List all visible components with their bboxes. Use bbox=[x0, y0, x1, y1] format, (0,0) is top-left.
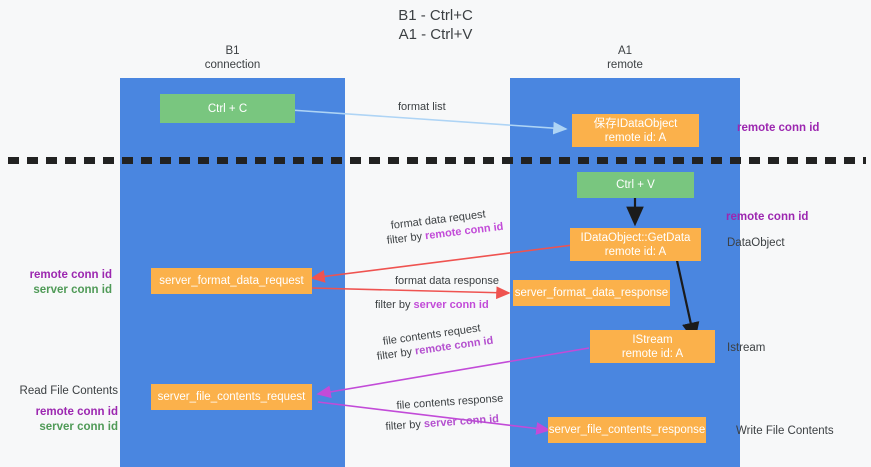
annotation-server-conn-id-left-2: server conn id bbox=[39, 421, 118, 433]
node-istream[interactable]: IStream remote id: A bbox=[590, 330, 715, 363]
filter-key: server conn id bbox=[413, 299, 489, 311]
annotation-remote-conn-id-top: remote conn id bbox=[737, 122, 820, 134]
annotation-istream: Istream bbox=[727, 342, 766, 354]
column-header-a1: A1 remote bbox=[607, 45, 643, 71]
node-server-format-data-response[interactable]: server_format_data_response bbox=[513, 280, 670, 306]
node-ctrl-c[interactable]: Ctrl + C bbox=[160, 94, 295, 123]
edge-label-file-contents-response-filter: filter by server conn id bbox=[385, 412, 499, 435]
annotation-remote-conn-id-left-2: remote conn id bbox=[35, 406, 118, 418]
column-header-b1: B1 connection bbox=[204, 45, 261, 71]
annotation-dataobject: DataObject bbox=[727, 237, 785, 249]
annotation-write-file-contents: Write File Contents bbox=[736, 425, 834, 437]
node-idataobject-getdata[interactable]: IDataObject::GetData remote id: A bbox=[570, 228, 701, 261]
annotation-server-conn-id-left: server conn id bbox=[33, 284, 112, 296]
edge-label-file-contents-response-text: file contents response bbox=[396, 392, 504, 412]
filter-prefix: filter by bbox=[386, 230, 426, 247]
filter-prefix: filter by bbox=[385, 418, 425, 433]
annotation-group-conn-ids-top: remote conn id server conn id bbox=[0, 268, 112, 298]
annotation-remote-conn-id-mid: remote conn id bbox=[726, 211, 809, 223]
node-server-file-contents-request[interactable]: server_file_contents_request bbox=[151, 384, 312, 410]
node-server-file-contents-response[interactable]: server_file_contents_response bbox=[548, 417, 706, 443]
annotation-read-file-contents: Read File Contents bbox=[19, 385, 118, 397]
annotation-group-read-file-contents: Read File Contents remote conn id server… bbox=[0, 384, 118, 435]
annotation-remote-conn-id-left: remote conn id bbox=[29, 269, 112, 281]
section-divider bbox=[8, 157, 866, 164]
node-save-idataobject[interactable]: 保存IDataObject remote id: A bbox=[572, 114, 699, 147]
node-ctrl-v[interactable]: Ctrl + V bbox=[577, 172, 694, 198]
filter-prefix: filter by bbox=[376, 345, 416, 363]
filter-key: server conn id bbox=[423, 413, 500, 431]
edge-label-file-contents-response: file contents response bbox=[396, 392, 504, 414]
edge-label-format-list: format list bbox=[398, 101, 446, 113]
filter-prefix: filter by bbox=[375, 299, 414, 311]
page-title: B1 - Ctrl+C A1 - Ctrl+V bbox=[398, 7, 473, 43]
edge-label-format-data-response-filter: filter by server conn id bbox=[375, 298, 489, 313]
node-server-format-data-request[interactable]: server_format_data_request bbox=[151, 268, 312, 294]
edge-label-format-data-response: format data response bbox=[395, 275, 499, 287]
